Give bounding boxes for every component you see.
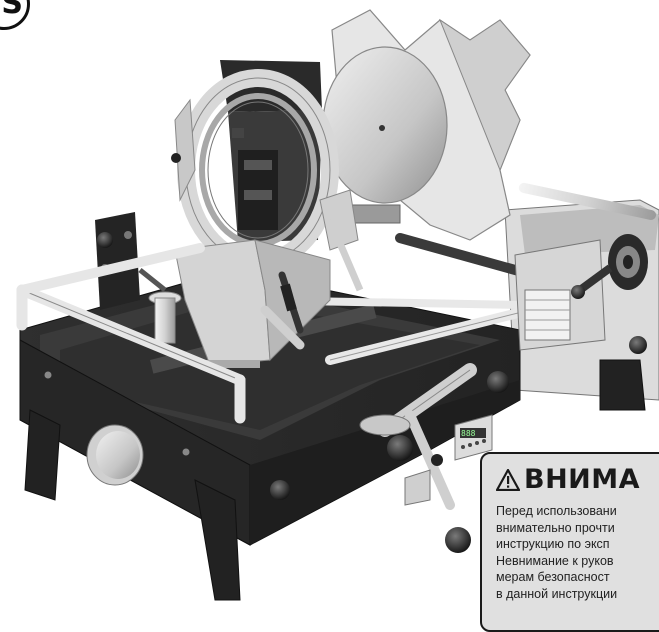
machine-illustration: 888 [16, 9, 659, 601]
heating-plate [322, 9, 531, 241]
adjust-knob [86, 424, 144, 486]
control-panel: 888 [404, 414, 493, 506]
left-bracket [95, 212, 140, 310]
warning-triangle-icon [496, 468, 520, 491]
clamp-lever [260, 218, 364, 350]
warning-line: Невнимание к руков [496, 553, 614, 568]
warning-line: Перед использовани [496, 504, 617, 518]
warning-title: ВНИМА [524, 464, 641, 495]
front-rail [16, 243, 246, 424]
pressure-handwheel [571, 234, 648, 354]
panel-display: 888 [461, 429, 476, 438]
machine-legs [24, 359, 646, 601]
warning-line: внимательно прочти [496, 520, 615, 535]
warning-line: в данной инструкции [496, 586, 618, 601]
top-rail-right [518, 182, 657, 220]
vent-grill [524, 289, 571, 341]
warning-line: мерам безопасност [496, 570, 610, 584]
warning-label: ВНИМА Перед использовани внимательно про… [480, 452, 659, 632]
electrical-box [514, 239, 606, 351]
crank-handle [270, 363, 509, 553]
pipe-support [138, 268, 182, 344]
warning-line: инструкцию по эксп [496, 537, 610, 551]
